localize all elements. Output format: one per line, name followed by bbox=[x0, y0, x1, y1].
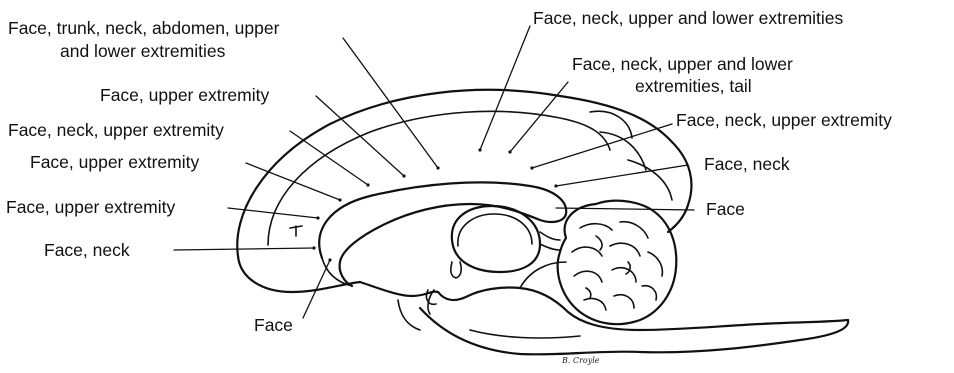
label-face-neck-upper-right: Face, neck, upper extremity bbox=[676, 110, 892, 130]
label-face-bottom: Face bbox=[254, 315, 293, 335]
small-mark-icon bbox=[290, 226, 302, 236]
label-trunk-line2: and lower extremities bbox=[60, 41, 226, 61]
label-face-neck-right: Face, neck bbox=[704, 154, 790, 174]
labels: Face, trunk, neck, abdomen, upper and lo… bbox=[6, 8, 892, 365]
label-tail-line1: Face, neck, upper and lower bbox=[572, 54, 793, 74]
label-face-right: Face bbox=[706, 199, 745, 219]
artist-signature: B. Croyle bbox=[561, 356, 600, 365]
label-face-neck-upper-left: Face, neck, upper extremity bbox=[8, 120, 224, 140]
label-tail-line2: extremities, tail bbox=[635, 76, 752, 96]
cerebellum bbox=[558, 201, 677, 325]
label-face-upper-3: Face, upper extremity bbox=[6, 197, 175, 217]
label-upper-right-top: Face, neck, upper and lower extremities bbox=[533, 8, 844, 28]
label-face-neck-left: Face, neck bbox=[44, 240, 130, 260]
label-face-upper-1: Face, upper extremity bbox=[100, 85, 269, 105]
label-face-upper-2: Face, upper extremity bbox=[30, 152, 199, 172]
stimulation-points bbox=[290, 148, 558, 261]
label-trunk-line1: Face, trunk, neck, abdomen, upper bbox=[8, 18, 280, 38]
